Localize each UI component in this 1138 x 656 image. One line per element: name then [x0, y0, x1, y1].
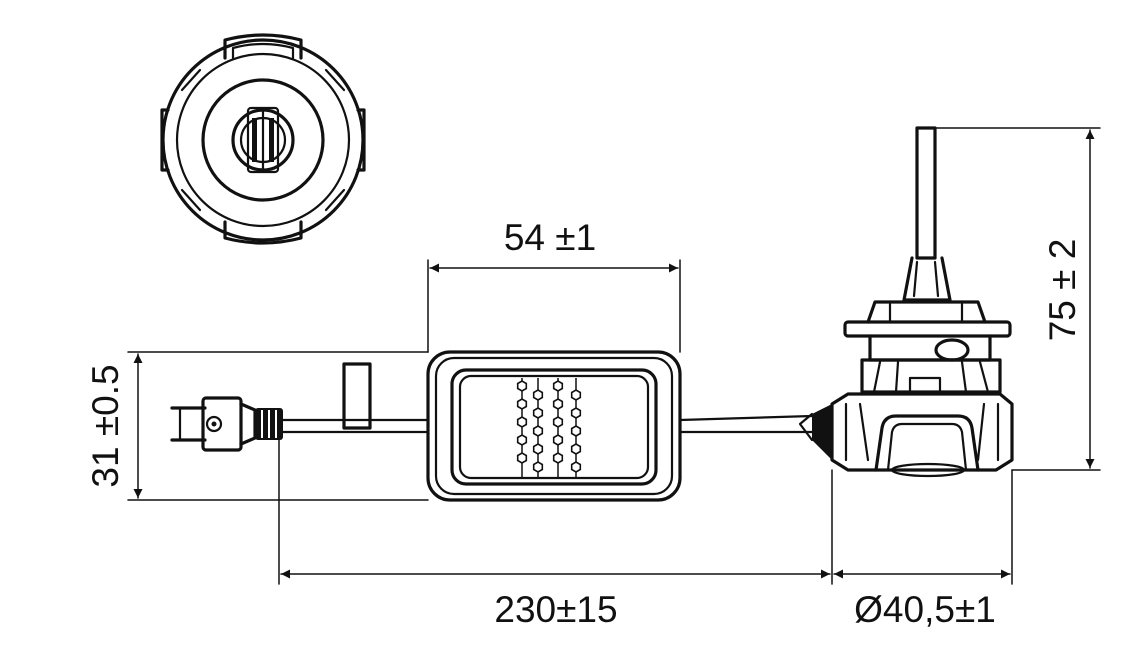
dimension-height: 75 ± 2	[934, 127, 1101, 471]
dimension-label-height: 75 ± 2	[1042, 239, 1083, 342]
module-pattern	[516, 378, 582, 478]
dimension-label-module-height: 31 ±0.5	[85, 364, 126, 487]
driver-module	[426, 350, 682, 502]
cable	[281, 362, 814, 434]
dimension-module-height: 31 ±0.5	[85, 351, 429, 501]
dimension-module-length: 54 ±1	[427, 217, 681, 353]
dimension-label-cable-length: 230±15	[494, 589, 617, 630]
dimension-label-module-length: 54 ±1	[504, 217, 596, 258]
dimension-label-diameter: Ø40,5±1	[854, 589, 996, 630]
bulb-base-top-view	[160, 33, 366, 245]
connector-plug	[170, 396, 283, 452]
dimension-diameter: Ø40,5±1	[833, 469, 1013, 630]
dimension-cable-length: 230±15	[278, 439, 833, 630]
bulb-side-view	[798, 126, 1014, 478]
